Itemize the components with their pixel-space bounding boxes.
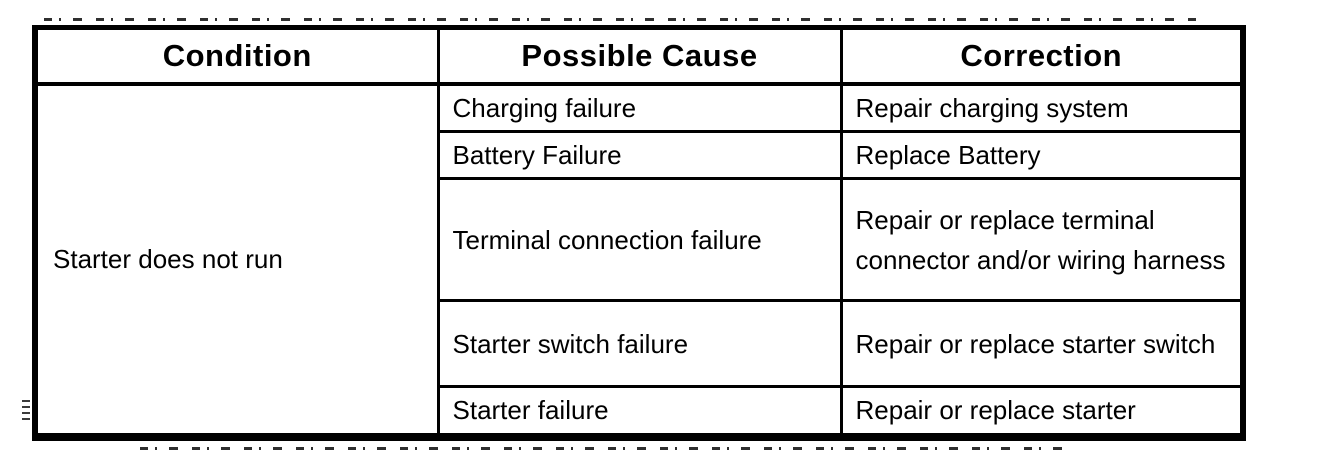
correction-cell-starter-switch: Repair or replace starter switch <box>839 299 1245 388</box>
table-row: Starter does not run Charging failure Re… <box>33 82 1245 438</box>
cause-cell-starter: Starter failure <box>436 385 843 438</box>
cause-cell-battery: Battery Failure <box>436 130 843 180</box>
scan-noise-left <box>22 398 30 420</box>
table-row: Battery Failure Replace Battery <box>35 130 1245 180</box>
correction-cell-charging: Repair charging system <box>839 82 1245 133</box>
header-condition: Condition <box>33 26 440 86</box>
cause-cell-charging: Charging failure <box>436 82 843 133</box>
correction-cell-terminal: Repair or replace terminal connector and… <box>839 177 1245 302</box>
header-correction: Correction <box>839 26 1245 86</box>
troubleshooting-table: Condition Possible Cause Correction Star… <box>32 25 1246 441</box>
table-row: Starter failure Repair or replace starte… <box>35 385 1245 438</box>
correction-cell-starter: Repair or replace starter <box>839 385 1245 438</box>
table-row: Starter switch failure Repair or replace… <box>35 299 1245 388</box>
correction-cell-battery: Replace Battery <box>839 130 1245 180</box>
header-possible-cause: Possible Cause <box>436 26 843 86</box>
cause-cell-starter-switch: Starter switch failure <box>436 299 843 388</box>
header-row: Condition Possible Cause Correction <box>33 26 1245 86</box>
scan-noise-top <box>44 18 1199 21</box>
scan-noise-bottom <box>140 447 1070 450</box>
table-row: Terminal connection failure Repair or re… <box>35 177 1245 302</box>
cause-cell-terminal: Terminal connection failure <box>436 177 843 302</box>
condition-cell: Starter does not run <box>33 82 440 438</box>
